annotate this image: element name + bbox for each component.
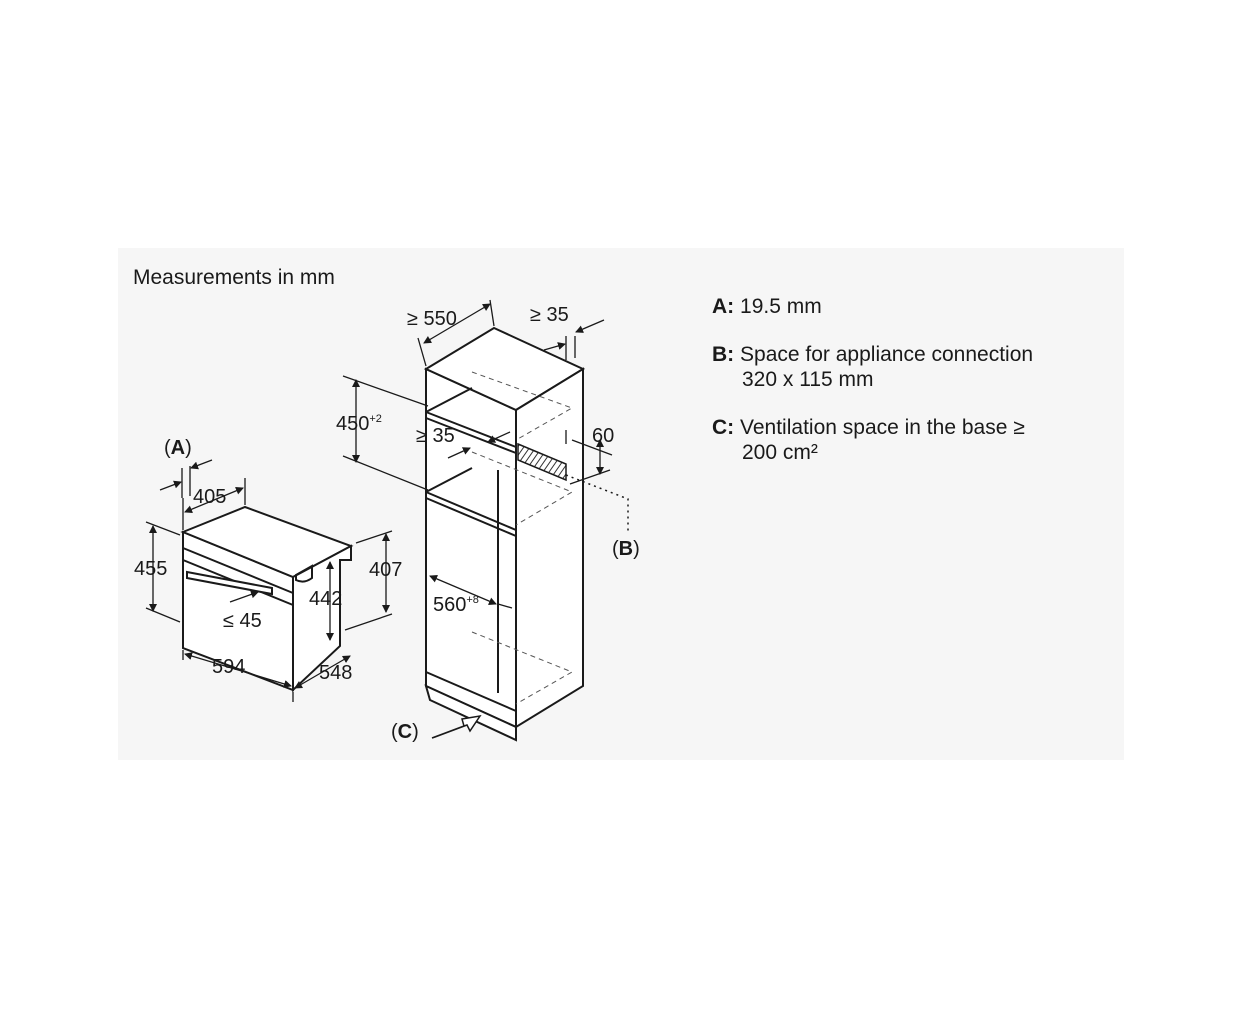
dim-appliance-depth: 548 (319, 662, 352, 684)
connection-leader-line (565, 474, 629, 532)
cabinet-dimension-lines (342, 299, 613, 609)
ventilation-arrow (431, 714, 482, 739)
label-b: (B) (612, 538, 640, 560)
dim-niche-height: 450+2 (336, 413, 382, 435)
dim-niche-depth: ≥ 550 (407, 308, 457, 330)
dim-rear-gap: ≥ 35 (530, 304, 569, 326)
legend-item-a: A: 19.5 mm (712, 295, 822, 318)
page-title: Measurements in mm (133, 266, 335, 289)
legend-item-c: C: Ventilation space in the base ≥ 200 c… (712, 416, 1025, 464)
dim-appliance-depth-top: 405 (193, 486, 226, 508)
legend-item-b: B: Space for appliance connection 320 x … (712, 343, 1034, 391)
appliance-connection-space (517, 442, 567, 482)
dim-appliance-height-front: 442 (309, 588, 342, 610)
dim-connection-offset: 60 (592, 425, 614, 447)
dim-appliance-height-side: 407 (369, 559, 402, 581)
dim-handle: ≤ 45 (223, 610, 262, 632)
appliance-drawing (180, 505, 354, 693)
dim-appliance-width: 594 (212, 656, 245, 678)
cabinet-drawing (423, 326, 586, 742)
appliance-dimension-lines (145, 459, 393, 702)
dim-niche-width: 560+8 (433, 594, 479, 616)
dim-inner-gap: ≥ 35 (416, 425, 455, 447)
label-c: (C) (391, 721, 419, 743)
label-a: (A) (164, 437, 192, 459)
dim-appliance-height-outer: 455 (134, 558, 167, 580)
legend: A: 19.5 mm B: Space for appliance connec… (712, 294, 1033, 488)
